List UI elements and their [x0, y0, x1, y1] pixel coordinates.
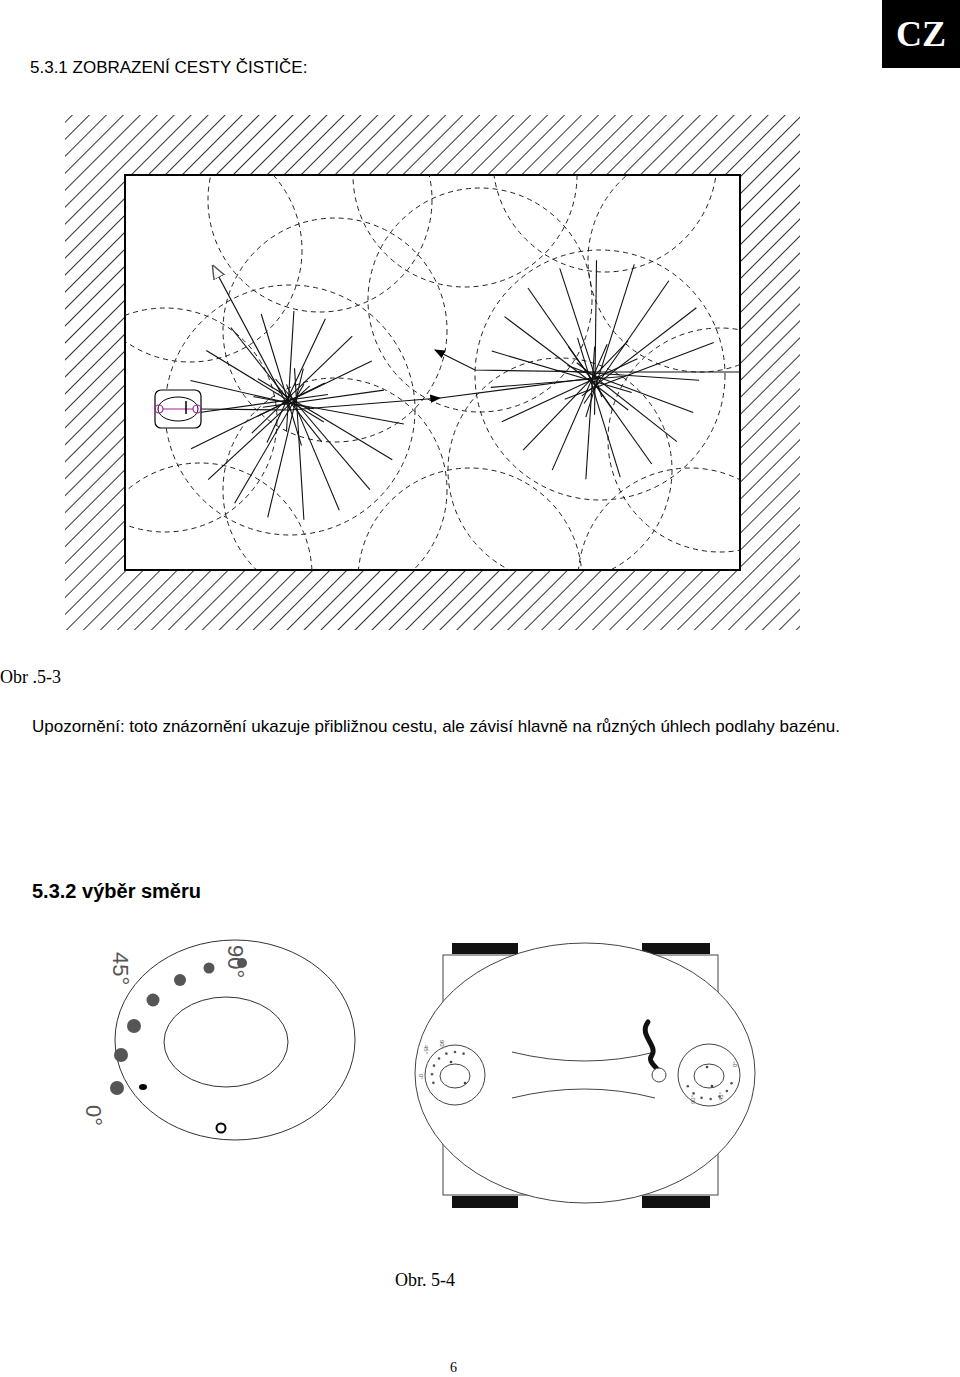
section-heading: 5.3.1 ZOBRAZENÍ CESTY ČISTIČE:	[30, 58, 307, 78]
angle-label: 45°	[109, 952, 131, 985]
cleaner-top-view	[415, 943, 755, 1208]
language-badge: CZ	[882, 0, 960, 68]
pool-figure	[53, 48, 832, 692]
angle-label: 90°	[224, 945, 246, 978]
angle-label: 45°	[718, 1092, 724, 1101]
badge-text: CZ	[896, 13, 946, 55]
angle-label: 0°	[732, 1061, 738, 1067]
figure-number: Obr .5-3	[0, 667, 61, 688]
angle-label: 90°	[439, 1040, 445, 1049]
page-number: 6	[450, 1360, 457, 1376]
angle-label: 0°	[82, 1105, 104, 1126]
note-text: Upozornění: toto znázornění ukazuje přib…	[32, 706, 932, 747]
angle-label: 0°	[418, 1074, 424, 1080]
section-heading: 5.3.2 výběr směru	[32, 880, 201, 903]
direction-dial	[110, 940, 355, 1140]
figure-number: Obr. 5-4	[395, 1270, 455, 1291]
cleaner-icon	[155, 390, 201, 428]
angle-label: 45°	[423, 1045, 429, 1054]
angle-label: 90°	[690, 1095, 696, 1104]
